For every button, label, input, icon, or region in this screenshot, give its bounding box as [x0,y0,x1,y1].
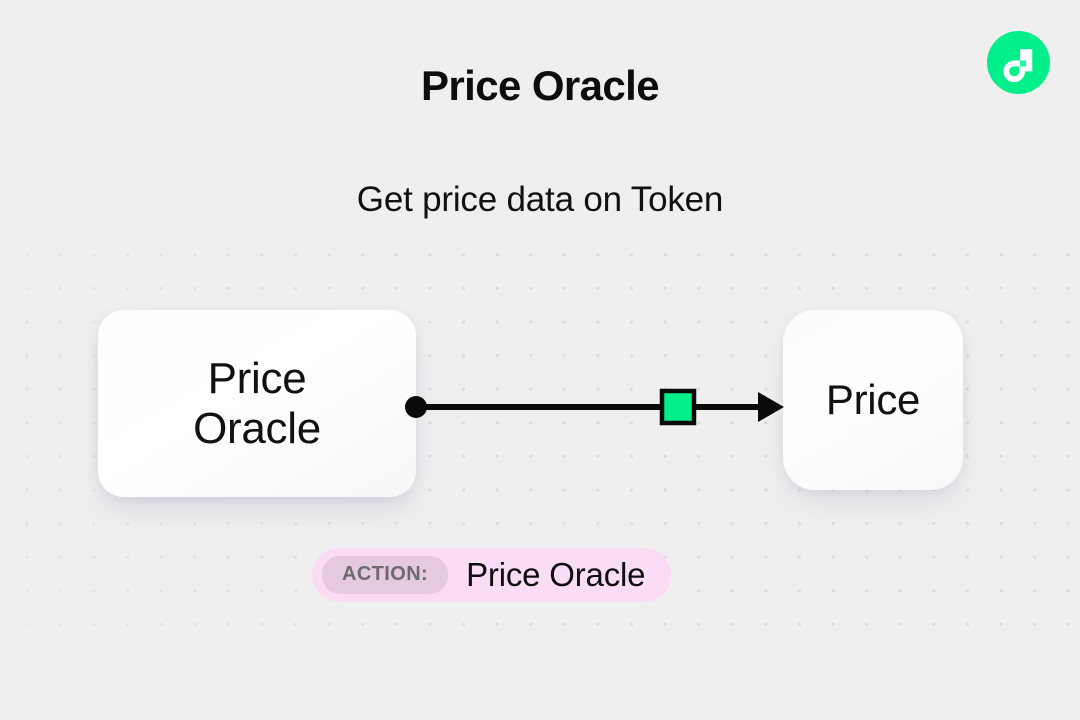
page-title: Price Oracle [421,62,660,109]
action-chip-label: ACTION: [322,556,449,594]
connector-edge[interactable] [396,376,796,438]
arrow-right-icon [758,392,784,422]
page-subtitle: Get price data on Token [356,180,724,219]
action-badge[interactable]: ACTION: Price Oracle [312,548,672,602]
node-label: Price Oracle [193,354,321,453]
circle-port-icon [405,396,427,418]
green-square-marker-icon [659,388,697,426]
action-value: Price Oracle [466,556,646,593]
flow-logo-icon [987,31,1050,94]
node-label: Price [825,376,921,424]
node-card-price[interactable]: Price [783,310,963,490]
node-card-price-oracle[interactable]: Price Oracle [98,310,416,497]
